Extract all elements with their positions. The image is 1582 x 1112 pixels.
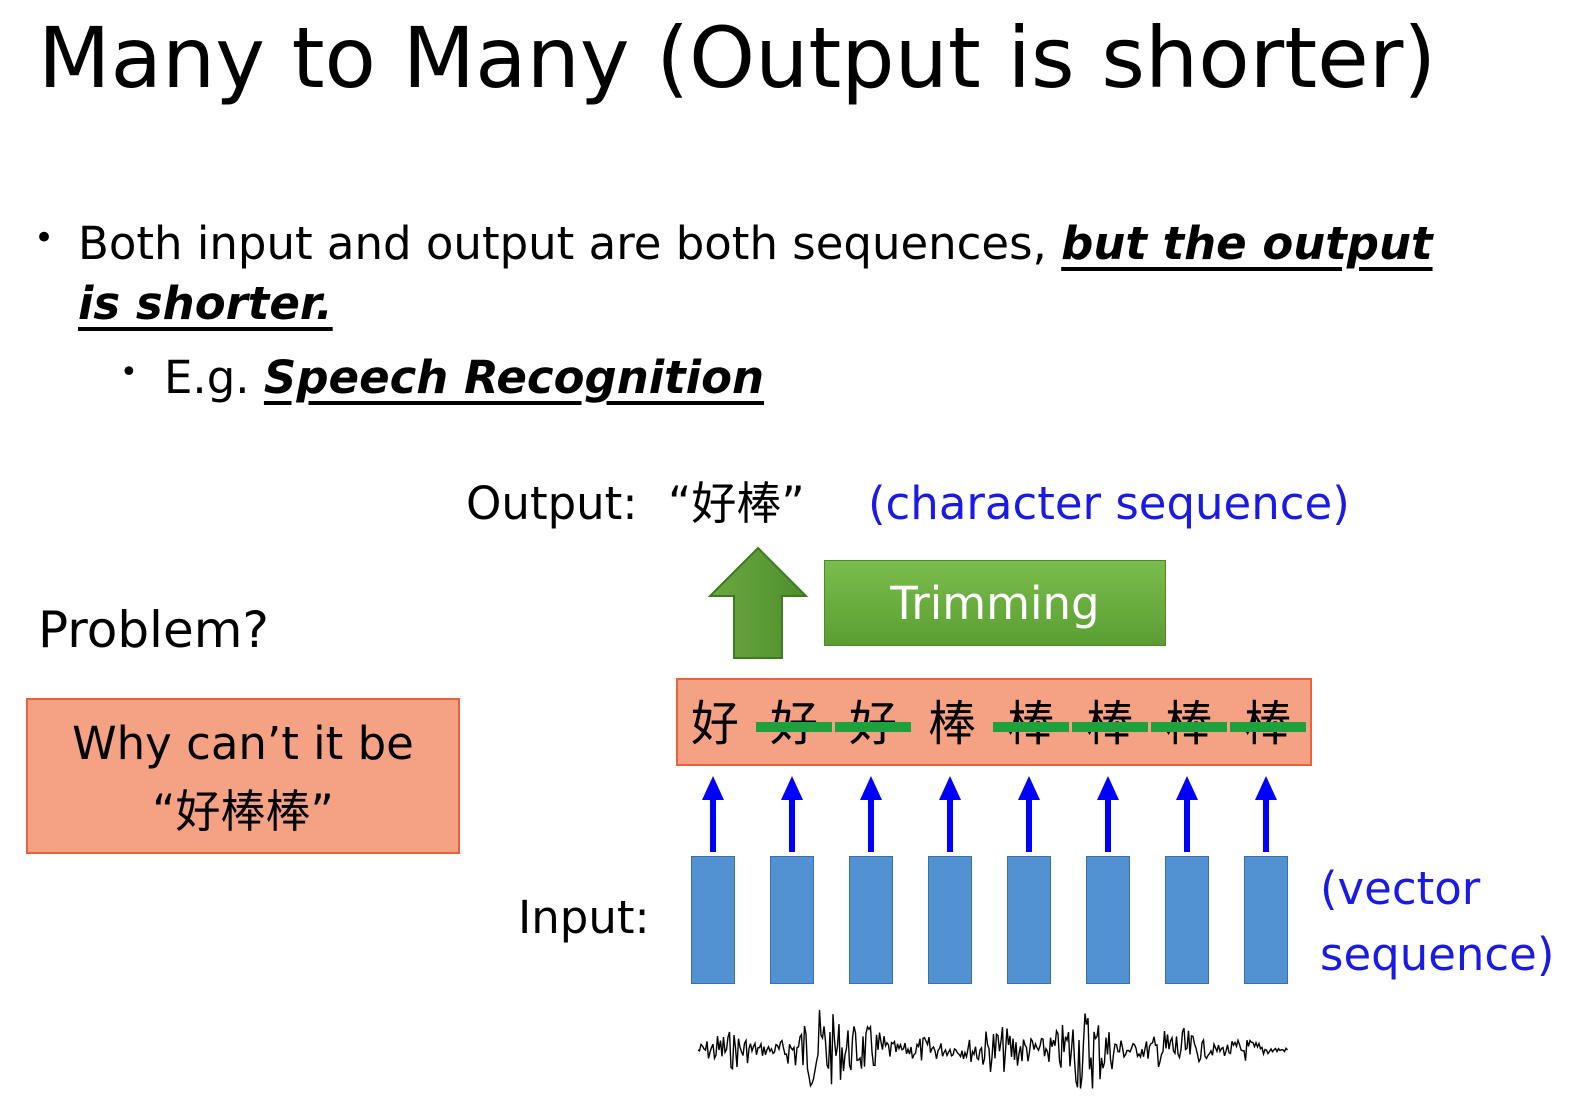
strike-line xyxy=(1151,722,1227,732)
slide-title: Many to Many (Output is shorter) xyxy=(38,9,1437,107)
sub-bullet-emphasis: Speech Recognition xyxy=(263,351,765,404)
bullet-emphasis: but the output is shorter. xyxy=(78,217,1433,330)
bullet-text-main: Both input and output are both sequences… xyxy=(78,214,1478,334)
frame-char: 棒 xyxy=(927,696,976,752)
sub-bullet-prefix: E.g. xyxy=(164,351,264,404)
up-arrow-blue xyxy=(1097,776,1119,852)
output-value: “好棒” xyxy=(668,477,805,530)
why-box: Why can’t it be “好棒棒” xyxy=(26,698,460,854)
output-label: Output: xyxy=(466,477,638,530)
input-vector-bar xyxy=(1007,856,1051,984)
strike-line xyxy=(756,722,832,732)
up-arrow-blue xyxy=(860,776,882,852)
trimming-box: Trimming xyxy=(824,560,1166,646)
bullet-dot: • xyxy=(34,218,55,258)
audio-waveform xyxy=(697,1009,1289,1089)
sub-bullet-dot: • xyxy=(120,355,138,390)
strike-line xyxy=(1230,722,1306,732)
why-box-line2: “好棒棒” xyxy=(152,785,334,838)
input-label: Input: xyxy=(518,891,650,944)
strike-line xyxy=(1072,722,1148,732)
input-vector-bar xyxy=(1086,856,1130,984)
up-arrow-blue xyxy=(781,776,803,852)
vector-note: (vector sequence) xyxy=(1320,856,1554,988)
why-box-line1: Why can’t it be xyxy=(72,717,414,770)
strike-line xyxy=(835,722,911,732)
input-vector-bar xyxy=(691,856,735,984)
bullet-text: Both input and output are both sequences… xyxy=(78,217,1062,270)
frame-char: 好 xyxy=(690,696,739,752)
vector-note-line1: (vector xyxy=(1320,862,1481,915)
output-up-arrow xyxy=(707,546,809,659)
up-arrow-blue xyxy=(1176,776,1198,852)
up-arrow-blue xyxy=(1018,776,1040,852)
up-arrow-blue xyxy=(1255,776,1277,852)
input-vector-bar xyxy=(849,856,893,984)
frame-char-box: 好好好棒棒棒棒棒 xyxy=(676,678,1312,766)
up-arrow-blue xyxy=(939,776,961,852)
problem-label: Problem? xyxy=(38,601,269,659)
input-vector-bar xyxy=(1244,856,1288,984)
strike-line xyxy=(993,722,1069,732)
vector-note-line2: sequence) xyxy=(1320,928,1555,981)
output-note: (character sequence) xyxy=(868,477,1350,530)
blue-arrows xyxy=(702,776,1277,852)
input-vector-bar xyxy=(928,856,972,984)
input-vector-bar xyxy=(770,856,814,984)
up-arrow-blue xyxy=(702,776,724,852)
sub-bullet-text: E.g. Speech Recognition xyxy=(164,348,764,408)
input-vector-bar xyxy=(1165,856,1209,984)
